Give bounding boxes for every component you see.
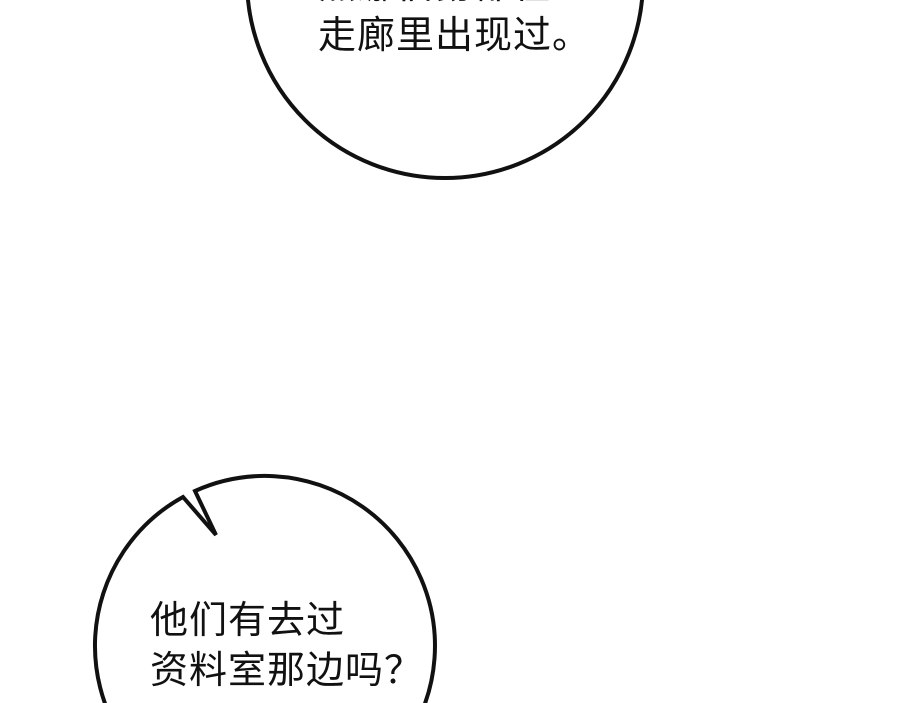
bubble-text-line: 走廊里出现过。 <box>318 13 592 57</box>
bubble-text-line: 他们有去过 <box>150 598 346 642</box>
speech-bubble-bottom-text: 他们有去过 资料室那边吗？ <box>150 595 423 695</box>
speech-bubble-top-text: 黑娜伯爵都在 走廊里出现过。 <box>318 0 591 60</box>
bubble-text-line: 资料室那边吗？ <box>150 648 424 692</box>
speech-bubble-bottom <box>92 473 437 703</box>
bubble-text-line: 黑娜伯爵都在 <box>318 0 591 10</box>
speech-bubble-top <box>246 0 644 180</box>
